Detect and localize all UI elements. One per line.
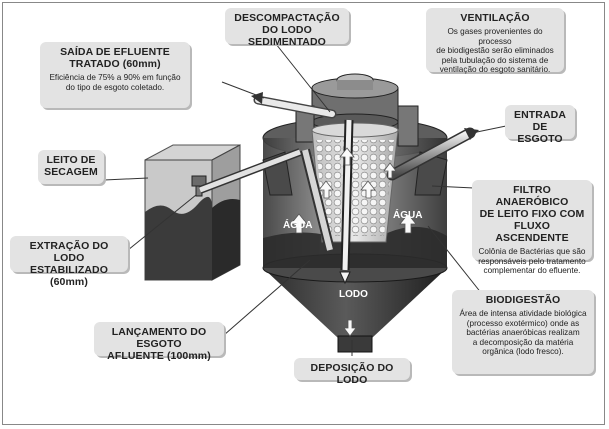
pipes bbox=[198, 92, 479, 285]
leader-lines bbox=[103, 43, 507, 356]
callout-ventilacao: VENTILAÇÃO Os gases provenientes do proc… bbox=[426, 8, 564, 74]
callout-saida: SAÍDA DE EFLUENTE TRATADO (60mm) Eficiên… bbox=[40, 42, 190, 108]
ventilacao-desc: Os gases provenientes do processo de bio… bbox=[436, 27, 554, 74]
anaerobic-filter bbox=[311, 122, 399, 243]
leito-title: LEITO DE SECAGEM bbox=[44, 154, 98, 178]
callout-extracao: EXTRAÇÃO DO LODO ESTABILIZADO (60mm) bbox=[10, 236, 128, 288]
ventilacao-title: VENTILAÇÃO bbox=[460, 12, 530, 24]
biodigestao-title: BIODIGESTÃO bbox=[485, 294, 561, 306]
callout-lancamento: LANÇAMENTO DO ESGOTO AFLUENTE (100mm) bbox=[94, 322, 224, 362]
lancamento-title: LANÇAMENTO DO ESGOTO AFLUENTE (100mm) bbox=[107, 326, 211, 362]
descompactacao-title: DESCOMPACTAÇÃO DO LODO SEDIMENTADO bbox=[234, 12, 340, 48]
deposicao-title: DEPOSIÇÃO DO LODO bbox=[310, 362, 394, 386]
water-label-left: ÁGUA bbox=[283, 220, 313, 231]
filtro-title: FILTRO ANAERÓBICO DE LEITO FIXO COM FLUX… bbox=[479, 184, 585, 244]
saida-desc: Eficiência de 75% a 90% em função do tip… bbox=[49, 73, 181, 92]
flow-arrows bbox=[290, 147, 417, 337]
drying-bed bbox=[144, 144, 241, 281]
figure-frame bbox=[2, 2, 605, 425]
entrada-title: ENTRADA DE ESGOTO bbox=[513, 109, 567, 145]
water-label-right: ÁGUA bbox=[393, 210, 423, 221]
callout-leito: LEITO DE SECAGEM bbox=[38, 150, 104, 184]
filtro-desc: Colônia de Bactérias que são responsávei… bbox=[478, 247, 586, 275]
biodigestao-desc: Área de intensa atividade biológica (pro… bbox=[459, 309, 587, 356]
sludge-label: LODO bbox=[339, 289, 368, 300]
saida-title: SAÍDA DE EFLUENTE TRATADO (60mm) bbox=[60, 46, 170, 70]
callout-filtro: FILTRO ANAERÓBICO DE LEITO FIXO COM FLUX… bbox=[472, 180, 592, 275]
callout-biodigestao: BIODIGESTÃO Área de intensa atividade bi… bbox=[452, 290, 594, 374]
callout-descompactacao: DESCOMPACTAÇÃO DO LODO SEDIMENTADO bbox=[225, 8, 349, 48]
callout-entrada: ENTRADA DE ESGOTO bbox=[505, 105, 575, 145]
extracao-title: EXTRAÇÃO DO LODO ESTABILIZADO (60mm) bbox=[29, 240, 109, 288]
callout-deposicao: DEPOSIÇÃO DO LODO bbox=[294, 358, 410, 386]
